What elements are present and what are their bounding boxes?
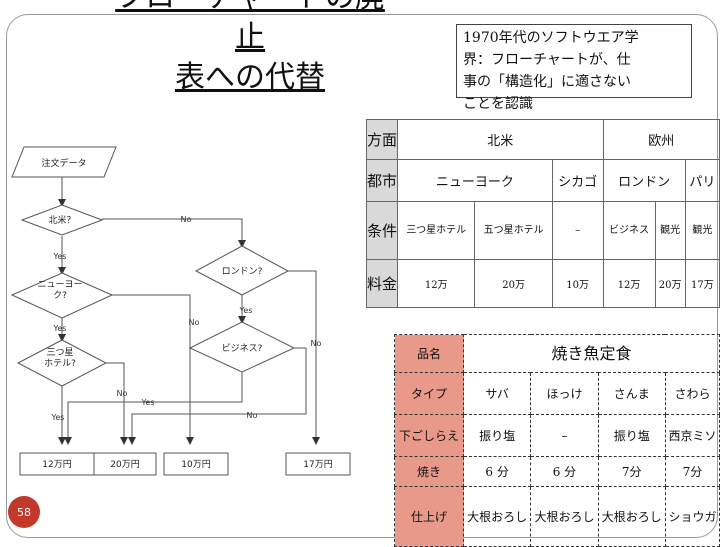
output-17-label: 17万円 bbox=[303, 459, 332, 470]
price-cell: 20万 bbox=[654, 259, 686, 308]
condition-cell: ビジネス bbox=[602, 201, 656, 260]
edge-label-no: No bbox=[181, 215, 192, 224]
condition-cell: 五つ星ホテル bbox=[474, 201, 553, 260]
price-cell: 12万 bbox=[396, 259, 476, 308]
price-cell: 20万 bbox=[474, 259, 553, 308]
condition-cell: 観光 bbox=[654, 201, 686, 260]
decision-3star-label: 三つ星ホテル? bbox=[44, 347, 76, 369]
edge-label-yes: Yes bbox=[53, 252, 67, 261]
region-cell: 北米 bbox=[397, 119, 604, 160]
city-cell: パリ bbox=[684, 159, 721, 202]
callout-line: ことを認識 bbox=[463, 96, 533, 112]
callout-line: 1970年代のソフトウエア学 bbox=[463, 30, 639, 46]
slide-title: フローチャートの廃 止 表への代替 bbox=[60, 0, 440, 98]
output-20 bbox=[93, 452, 157, 476]
condition-cell: 観光 bbox=[684, 201, 721, 260]
type-cell: さんま bbox=[597, 372, 666, 415]
type-cell: さわら bbox=[664, 372, 721, 415]
edge-label-no: No bbox=[117, 389, 128, 398]
menu-name-value: 焼き魚定食 bbox=[463, 334, 720, 373]
output-10-label: 10万円 bbox=[181, 459, 210, 470]
grill-cell: 7分 bbox=[664, 456, 721, 487]
edge-label-no: No bbox=[311, 339, 322, 348]
callout-line: 事の「構造化」に適さない bbox=[463, 74, 631, 90]
row-head-city: 都市 bbox=[366, 159, 398, 202]
decision-ny-label: ニューヨーク? bbox=[37, 280, 82, 301]
edge-label-yes: Yes bbox=[141, 398, 155, 407]
title-line-3: 表への代替 bbox=[175, 60, 325, 95]
condition-cell: 三つ星ホテル bbox=[396, 201, 476, 260]
output-12-label: 12万円 bbox=[42, 459, 71, 470]
row-head-condition: 条件 bbox=[366, 201, 398, 260]
prep-cell: 振り塩 bbox=[462, 414, 532, 457]
region-cell: 欧州 bbox=[602, 119, 721, 160]
edge-label-no: No bbox=[247, 411, 258, 420]
decision-na-label: 北米？ bbox=[48, 214, 75, 226]
prep-cell: 振り塩 bbox=[597, 414, 666, 457]
price-cell: 12万 bbox=[602, 259, 656, 308]
edge-label-yes: Yes bbox=[53, 324, 67, 333]
menu-head-grill: 焼き bbox=[394, 456, 464, 487]
edge-label-yes: Yes bbox=[51, 413, 65, 422]
prep-cell: – bbox=[530, 414, 599, 457]
decision-na bbox=[20, 204, 104, 236]
title-line-1: フローチャートの廃 bbox=[60, 0, 440, 18]
menu-table: 品名 焼き魚定食 タイプ サバ ほっけ さんま さわら 下ごしらえ 振り塩 – … bbox=[394, 334, 721, 547]
finish-cell: 大根おろし bbox=[530, 486, 599, 547]
output-17 bbox=[285, 452, 351, 476]
finish-cell: 大根おろし bbox=[462, 486, 532, 547]
edge-label-yes: Yes bbox=[239, 306, 253, 315]
callout-line: 界：フローチャートが、仕 bbox=[463, 52, 631, 68]
grill-cell: 6 分 bbox=[462, 456, 532, 487]
output-20-label: 20万円 bbox=[110, 459, 139, 470]
condition-cell: – bbox=[551, 201, 604, 260]
price-cell: 17万 bbox=[684, 259, 721, 308]
decision-ny bbox=[10, 272, 114, 319]
menu-head-finish: 仕上げ bbox=[394, 486, 464, 547]
grill-cell: 7分 bbox=[597, 456, 666, 487]
finish-cell: 大根おろし bbox=[597, 486, 666, 547]
start-label: 注文データ bbox=[41, 157, 86, 169]
price-table: 方面 北米 欧州 都市 ニューヨーク シカゴ ロンドン パリ 条件 三つ星ホテル… bbox=[366, 119, 721, 308]
decision-business-label: ビジネス? bbox=[222, 343, 263, 354]
output-10 bbox=[163, 452, 229, 476]
price-cell: 10万 bbox=[551, 259, 604, 308]
grill-cell: 6 分 bbox=[530, 456, 599, 487]
decision-london bbox=[194, 245, 290, 296]
type-cell: ほっけ bbox=[530, 372, 599, 415]
type-cell: サバ bbox=[462, 372, 532, 415]
decision-3star bbox=[16, 339, 108, 387]
city-cell: ニューヨーク bbox=[397, 159, 553, 202]
decision-business bbox=[188, 321, 296, 373]
row-head-region: 方面 bbox=[366, 119, 398, 160]
finish-cell: ショウガ bbox=[664, 486, 721, 547]
city-cell: シカゴ bbox=[551, 159, 604, 202]
page-number-badge: 58 bbox=[8, 496, 40, 528]
menu-head-type: タイプ bbox=[394, 372, 464, 415]
menu-head-name: 品名 bbox=[394, 334, 464, 373]
city-cell: ロンドン bbox=[602, 159, 686, 202]
title-line-2: 止 bbox=[235, 20, 265, 55]
decision-london-label: ロンドン? bbox=[222, 267, 263, 277]
row-head-price: 料金 bbox=[366, 259, 398, 308]
edge-label-no: No bbox=[189, 318, 200, 327]
menu-head-prep: 下ごしらえ bbox=[394, 414, 464, 457]
callout-box: 1970年代のソフトウエア学 界：フローチャートが、仕 事の「構造化」に適さない… bbox=[456, 24, 692, 112]
start-shape bbox=[11, 146, 117, 178]
prep-cell: 西京ミソ bbox=[664, 414, 721, 457]
